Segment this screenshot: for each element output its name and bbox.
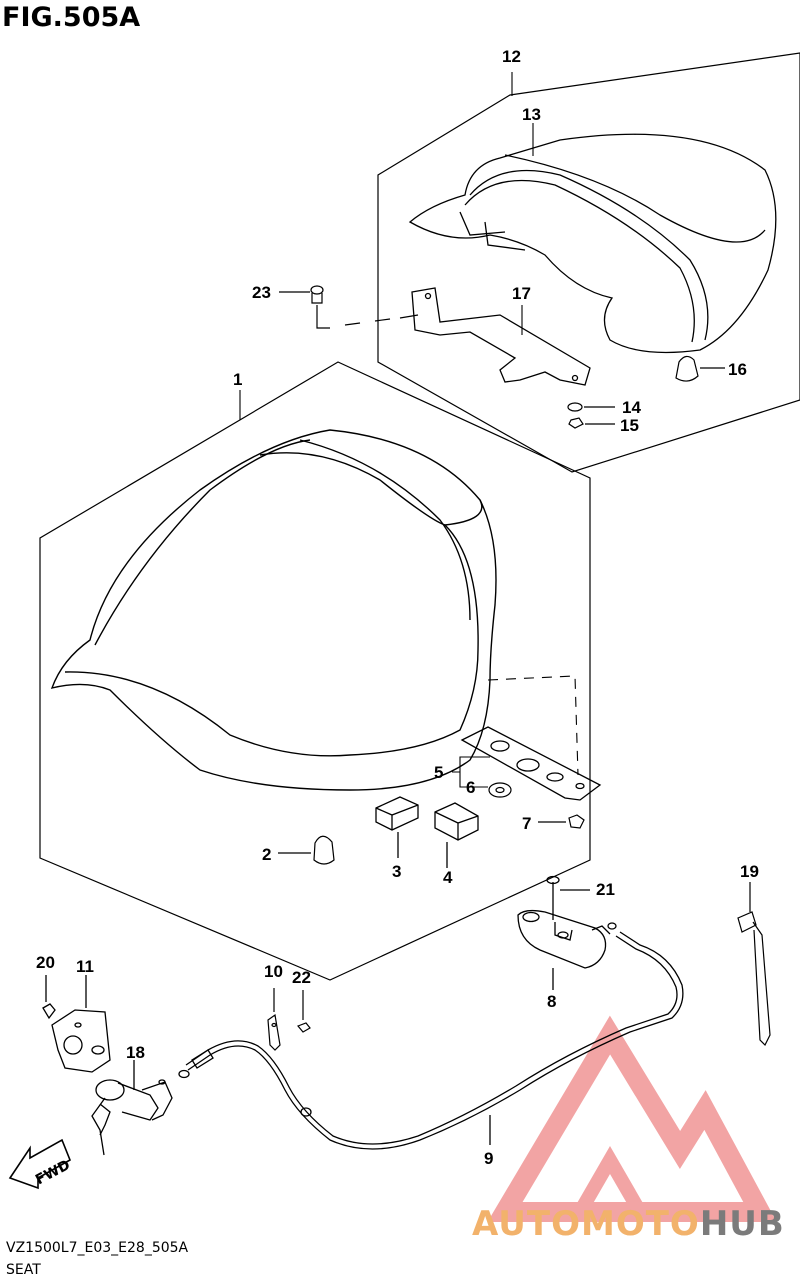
rear-seat-bracket xyxy=(411,287,591,386)
nut-7 xyxy=(538,814,585,829)
callout-4: 4 xyxy=(443,868,453,887)
callout-21: 21 xyxy=(596,880,615,899)
callout-14: 14 xyxy=(622,398,641,417)
watermark-text: AUTOMOTOHUB xyxy=(472,1204,785,1244)
watermark-part-3: HUB xyxy=(699,1204,785,1244)
callout-15: 15 xyxy=(620,416,639,435)
callout-9: 9 xyxy=(484,1149,493,1168)
bolt-23 xyxy=(279,285,419,329)
rear-seat-frame xyxy=(377,52,800,473)
seat-lock-8 xyxy=(517,875,611,990)
lock-cylinder-18 xyxy=(91,1060,173,1156)
callout-1: 1 xyxy=(233,370,242,389)
watermark-part-1: AUTO xyxy=(472,1204,581,1244)
callout-22: 22 xyxy=(292,968,311,987)
washer-nut-14-15 xyxy=(567,402,615,429)
callout-20: 20 xyxy=(36,953,55,972)
callout-23: 23 xyxy=(252,283,271,302)
watermark-logo-icon xyxy=(487,1015,777,1222)
callout-18: 18 xyxy=(126,1043,145,1062)
watermark-part-2: MOTO xyxy=(580,1204,700,1244)
callout-17: 17 xyxy=(512,284,531,303)
footer-figure-code: VZ1500L7_E03_E28_505A xyxy=(6,1240,189,1256)
figure-title: FIG.505A xyxy=(2,2,141,33)
cable-band-19 xyxy=(737,882,771,1047)
block-3 xyxy=(375,796,419,858)
callout-11: 11 xyxy=(76,957,94,976)
lock-bracket-11 xyxy=(42,975,111,1073)
callout-19: 19 xyxy=(740,862,759,881)
seat-leader-line xyxy=(487,675,579,776)
callout-3: 3 xyxy=(392,862,401,881)
cushion-2 xyxy=(278,835,335,865)
bush-6 xyxy=(488,782,512,798)
block-4 xyxy=(434,802,479,868)
callout-6: 6 xyxy=(466,778,475,797)
callout-7: 7 xyxy=(522,814,531,833)
callout-16: 16 xyxy=(728,360,747,379)
front-seat-drawing xyxy=(50,429,497,791)
bracket-10 xyxy=(267,988,311,1051)
hinge-bracket-5 xyxy=(460,726,602,801)
callout-8: 8 xyxy=(547,992,556,1011)
callout-5: 5 xyxy=(434,763,443,782)
front-seat-frame xyxy=(39,361,591,981)
callout-2: 2 xyxy=(262,845,271,864)
rear-seat-drawing xyxy=(408,133,777,354)
release-cable-9 xyxy=(178,922,684,1150)
callout-10: 10 xyxy=(264,962,283,981)
rubber-cushion-16 xyxy=(675,355,725,382)
leader-5-6 xyxy=(452,756,490,788)
footer-section-name: SEAT xyxy=(6,1262,41,1278)
callout-13: 13 xyxy=(522,105,541,124)
forward-arrow-icon: FWD xyxy=(8,1138,73,1190)
callout-12: 12 xyxy=(502,47,521,66)
